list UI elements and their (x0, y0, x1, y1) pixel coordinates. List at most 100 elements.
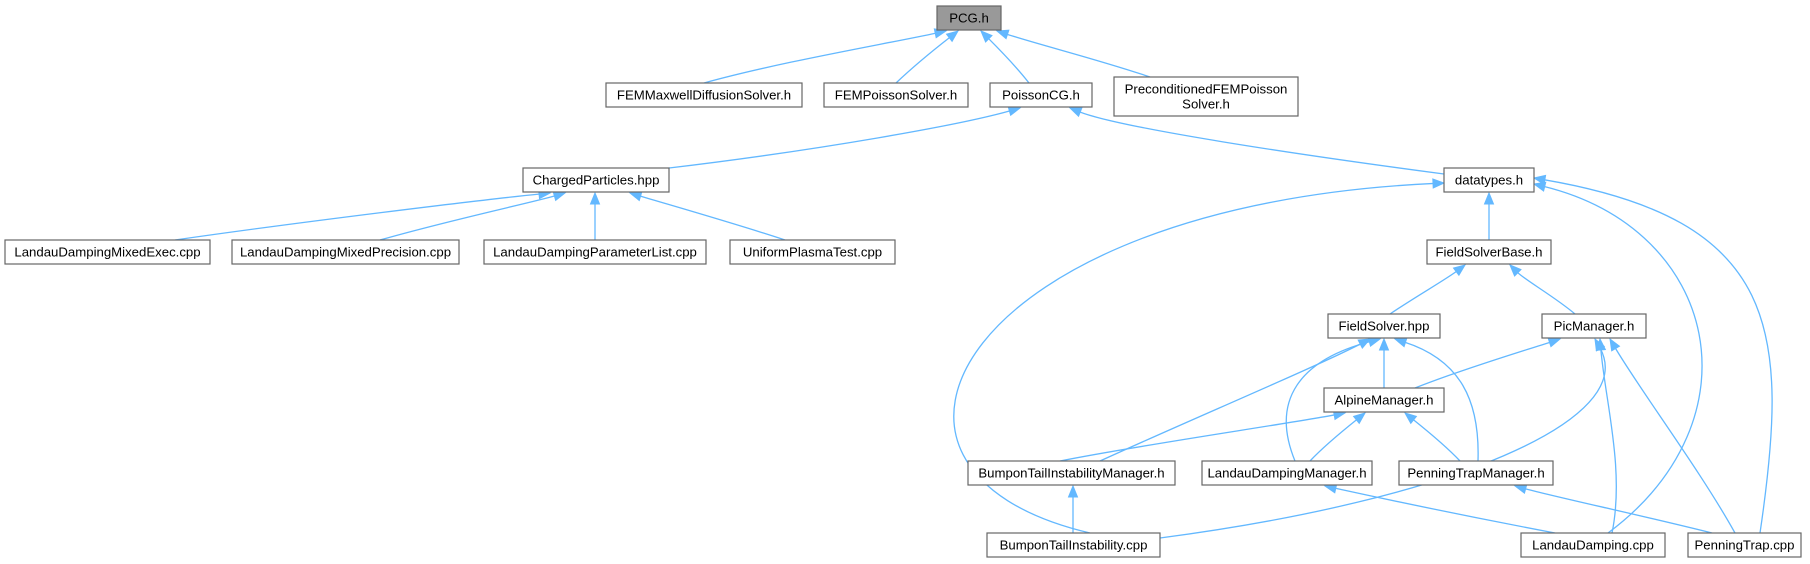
node-label: LandauDamping.cpp (1532, 538, 1654, 553)
arrowhead-icon (1403, 412, 1418, 425)
node-box (729, 239, 896, 265)
node-box (1201, 460, 1373, 486)
arrowhead-icon (1067, 484, 1079, 498)
edge-line (668, 110, 1011, 169)
edge-line (1524, 487, 1713, 534)
edge-alpine-to-fieldsolver (1378, 337, 1390, 388)
edge-line (1309, 418, 1358, 462)
edge-line (1600, 348, 1617, 534)
edge-ldcpp-to-datatypes (1532, 181, 1703, 534)
edge-fsbase-to-datatypes (1483, 191, 1495, 241)
node-ldmgr[interactable]: LandauDampingManager.h (1201, 460, 1373, 486)
edge-line (1404, 341, 1479, 462)
edge-alpine-to-picmgr (1414, 337, 1562, 389)
arrowhead-icon (1595, 337, 1607, 351)
edge-ptmgr-to-alpine (1403, 412, 1461, 462)
edge-bticpp-to-picmgr (1159, 337, 1606, 539)
node-picmgr[interactable]: PicManager.h (1541, 313, 1647, 339)
node-box (1541, 313, 1647, 339)
node-box (605, 82, 803, 108)
node-pcg[interactable]: PCG.h (936, 5, 1002, 31)
edge-ldcpp-to-ldmgr (1323, 483, 1556, 534)
node-alpine[interactable]: AlpineManager.h (1323, 387, 1445, 413)
node-box (986, 532, 1161, 558)
node-uniform[interactable]: UniformPlasmaTest.cpp (729, 239, 896, 265)
node-label: FEMPoissonSolver.h (835, 88, 957, 103)
node-label: PCG.h (949, 11, 989, 26)
node-ldmixprec[interactable]: LandauDampingMixedPrecision.cpp (231, 239, 460, 265)
node-label: BumponTailInstabilityManager.h (978, 466, 1164, 481)
arrowhead-icon (1432, 178, 1446, 189)
edge-line (1079, 111, 1445, 175)
node-box (231, 239, 460, 265)
edge-line (639, 195, 786, 241)
arrowhead-icon (980, 30, 993, 43)
arrowhead-icon (995, 29, 1010, 40)
edge-bticpp-to-btimgr (1067, 484, 1079, 534)
node-fieldsolver[interactable]: FieldSolver.hpp (1327, 313, 1441, 339)
node-label: Solver.h (1182, 97, 1230, 112)
node-label: LandauDampingManager.h (1207, 466, 1366, 481)
node-fsbase[interactable]: FieldSolverBase.h (1426, 239, 1552, 265)
node-btimgr[interactable]: BumponTailInstabilityManager.h (967, 460, 1176, 486)
node-label: datatypes.h (1455, 173, 1523, 188)
arrowhead-icon (1452, 264, 1467, 277)
edge-line (379, 195, 556, 241)
arrowhead-icon (1513, 483, 1528, 495)
node-charged[interactable]: ChargedParticles.hpp (522, 167, 670, 193)
node-label: FieldSolverBase.h (1435, 245, 1542, 260)
arrowhead-icon (1532, 174, 1547, 186)
edge-charged-to-poissoncg (668, 106, 1022, 169)
arrowhead-icon (589, 191, 601, 205)
node-datatypes[interactable]: datatypes.h (1443, 167, 1535, 193)
node-box (522, 167, 670, 193)
node-label: FEMMaxwellDiffusionSolver.h (617, 88, 791, 103)
node-ptcpp[interactable]: PenningTrap.cpp (1687, 532, 1802, 558)
edge-line (1414, 341, 1551, 389)
node-box (1327, 313, 1441, 339)
node-box (483, 239, 707, 265)
node-box (1520, 532, 1666, 558)
edge-precond-to-pcg (995, 29, 1151, 78)
arrowhead-icon (1367, 336, 1382, 347)
arrowhead-icon (1007, 106, 1022, 117)
arrowhead-icon (1068, 107, 1083, 118)
node-fempois[interactable]: FEMPoissonSolver.h (823, 82, 969, 108)
edge-line (1543, 185, 1703, 534)
node-ptmgr[interactable]: PenningTrapManager.h (1398, 460, 1554, 486)
node-box (823, 82, 969, 108)
edge-ldparam-to-charged (589, 191, 601, 240)
edge-line (1334, 487, 1556, 534)
edge-line (174, 193, 541, 241)
node-bticpp[interactable]: BumponTailInstability.cpp (986, 532, 1161, 558)
node-label: FieldSolver.hpp (1339, 319, 1430, 334)
node-box (1426, 239, 1552, 265)
node-ldmixexec[interactable]: LandauDampingMixedExec.cpp (4, 239, 211, 265)
arrowhead-icon (1378, 337, 1390, 351)
node-label: UniformPlasmaTest.cpp (743, 245, 882, 260)
edge-femmax-to-pcg (703, 28, 948, 84)
node-box (1687, 532, 1802, 558)
arrowhead-icon (628, 191, 643, 202)
node-ldcpp[interactable]: LandauDamping.cpp (1520, 532, 1666, 558)
edge-line (1006, 33, 1151, 78)
node-femmax[interactable]: FEMMaxwellDiffusionSolver.h (605, 82, 803, 108)
edge-line (1543, 179, 1773, 534)
edge-line (1099, 343, 1362, 462)
edge-ldmixexec-to-charged (174, 188, 552, 241)
node-poissoncg[interactable]: PoissonCG.h (989, 82, 1093, 108)
node-box (989, 82, 1093, 108)
node-label: PicManager.h (1554, 319, 1635, 334)
node-box (4, 239, 211, 265)
arrowhead-icon (1609, 337, 1621, 352)
node-label: BumponTailInstability.cpp (1000, 538, 1148, 553)
arrowhead-icon (552, 191, 567, 202)
node-label: PenningTrapManager.h (1407, 466, 1544, 481)
edge-ldmixprec-to-charged (379, 191, 567, 241)
node-ldparam[interactable]: LandauDampingParameterList.cpp (483, 239, 707, 265)
edge-picmgr-to-fsbase (1509, 264, 1576, 315)
node-box (1443, 167, 1535, 193)
